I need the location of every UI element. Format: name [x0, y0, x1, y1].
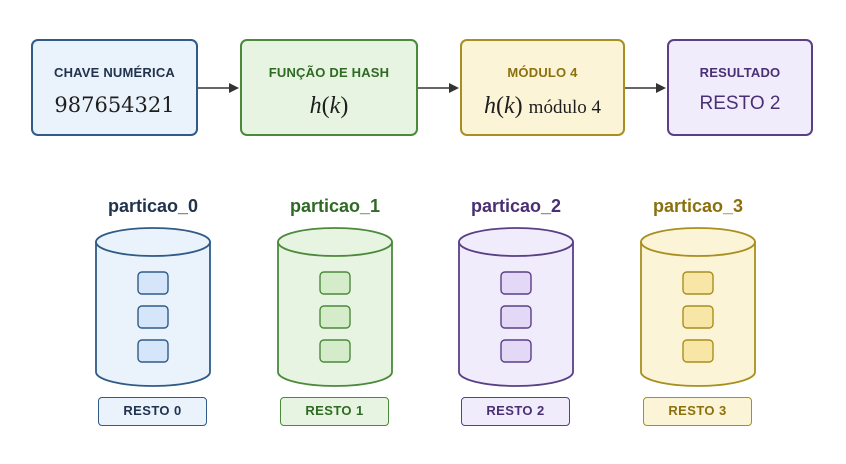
partition-2-remainder-label: RESTO 2 — [461, 397, 570, 426]
cylinder-top — [277, 227, 393, 257]
modulo-fn-name: h — [484, 93, 497, 119]
modulo-value: h(k) módulo 4 — [484, 93, 601, 119]
partition-1-remainder-label: RESTO 1 — [280, 397, 389, 426]
record-block-1 — [137, 305, 169, 329]
record-block-0 — [500, 271, 532, 295]
numeric-key-box: CHAVE NUMÉRICA 987654321 — [31, 39, 198, 136]
partition-3-title: particao_3 — [652, 196, 744, 216]
partition-1-title: particao_1 — [289, 196, 381, 216]
hash-fn-arg: k — [329, 93, 341, 119]
hash-function-box: FUNÇÃO DE HASH h(k) — [240, 39, 418, 136]
record-block-0 — [137, 271, 169, 295]
partition-1-cylinder — [277, 227, 393, 387]
modulo-fn-arg: k — [504, 93, 515, 119]
numeric-key-value: 987654321 — [54, 93, 175, 117]
numeric-key-title: CHAVE NUMÉRICA — [53, 65, 175, 80]
record-block-2 — [319, 339, 351, 363]
partition-2-cylinder — [458, 227, 574, 387]
partition-0-title: particao_0 — [107, 196, 199, 216]
cylinder-top — [640, 227, 756, 257]
cylinder-top — [95, 227, 211, 257]
partition-3-remainder-label: RESTO 3 — [643, 397, 752, 426]
hash-function-title: FUNÇÃO DE HASH — [268, 65, 390, 80]
record-block-2 — [500, 339, 532, 363]
result-value: RESTO 2 — [699, 93, 781, 114]
record-block-2 — [682, 339, 714, 363]
arrow-modulo-to-result — [625, 83, 666, 93]
record-block-1 — [319, 305, 351, 329]
modulo-title: MÓDULO 4 — [507, 65, 578, 80]
record-block-1 — [500, 305, 532, 329]
partition-2-title: particao_2 — [470, 196, 562, 216]
partition-0-cylinder — [95, 227, 211, 387]
record-block-1 — [682, 305, 714, 329]
arrow-hash-to-modulo — [418, 83, 459, 93]
arrow-key-to-hash — [198, 83, 239, 93]
record-block-2 — [137, 339, 169, 363]
partition-0-remainder-label: RESTO 0 — [98, 397, 207, 426]
record-block-0 — [682, 271, 714, 295]
result-box: RESULTADO RESTO 2 — [667, 39, 813, 136]
modulo-box: MÓDULO 4 h(k) módulo 4 — [460, 39, 625, 136]
cylinder-top — [458, 227, 574, 257]
hash-function-value: h(k) — [309, 93, 349, 119]
result-title: RESULTADO — [699, 65, 781, 80]
record-block-0 — [319, 271, 351, 295]
hash-fn-name: h — [309, 93, 322, 119]
partition-3-cylinder — [640, 227, 756, 387]
modulo-suffix: módulo 4 — [528, 97, 601, 118]
